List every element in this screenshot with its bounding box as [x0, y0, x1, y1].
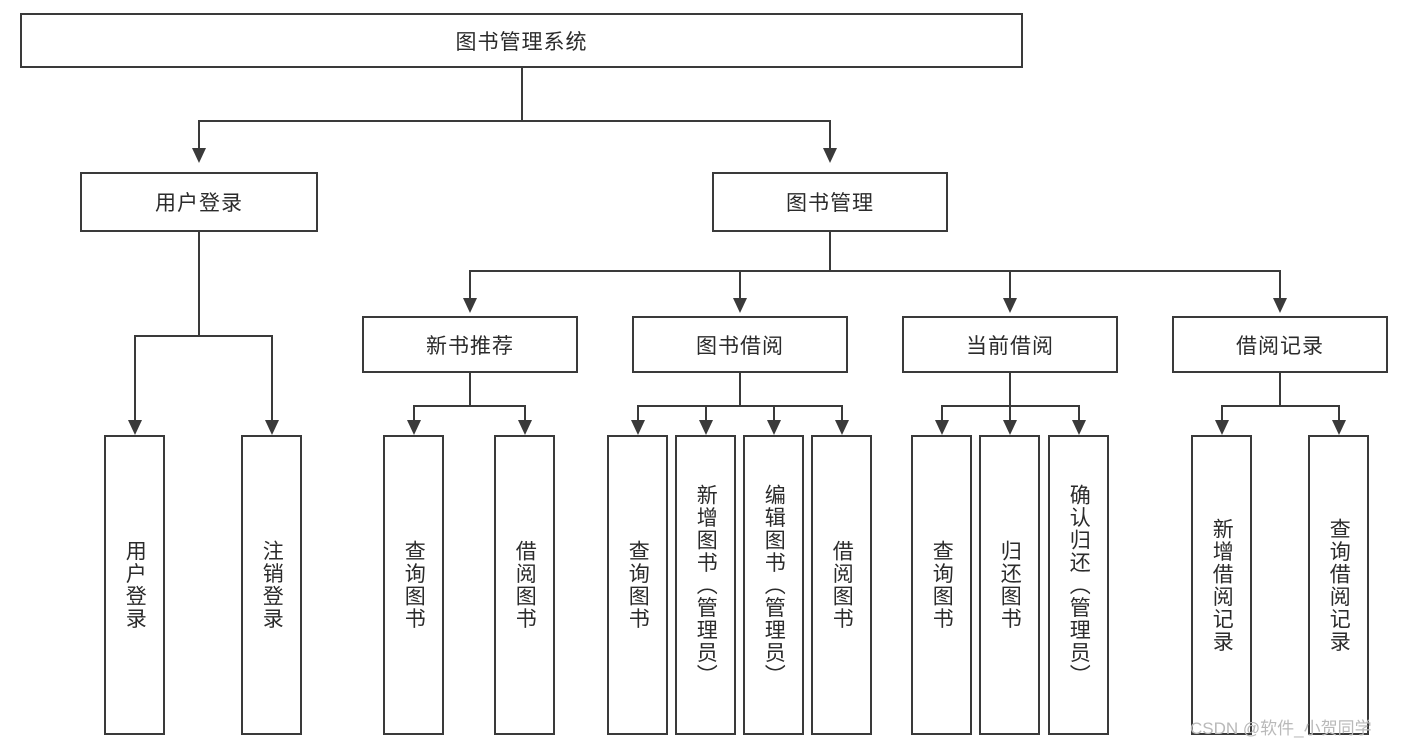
- connector-new-book-recommend-stem: [469, 373, 471, 405]
- connector-level3-bar: [469, 270, 1280, 272]
- connector-drop-cb-leaf1: [941, 405, 943, 420]
- arrow-to-br-leaf1: [1215, 420, 1229, 435]
- leaf-borrow-record-query-record[interactable]: 查询借阅记录: [1308, 435, 1369, 735]
- node-label: 用户登录: [123, 540, 147, 630]
- leaf-current-borrow-return-book[interactable]: 归还图书: [979, 435, 1040, 735]
- node-new-book-recommend[interactable]: 新书推荐: [362, 316, 578, 373]
- connector-borrow-record-stem: [1279, 373, 1281, 405]
- connector-drop-cb-leaf3: [1078, 405, 1080, 420]
- arrow-to-nbr-leaf1: [407, 420, 421, 435]
- connector-drop-new-book-recommend: [469, 270, 471, 298]
- connector-new-book-recommend-bar: [413, 405, 525, 407]
- leaf-borrow-record-add-record[interactable]: 新增借阅记录: [1191, 435, 1252, 735]
- node-label: 借阅图书: [513, 540, 537, 630]
- node-label: 编辑图书（管理员）: [762, 483, 786, 687]
- node-book-borrow[interactable]: 图书借阅: [632, 316, 848, 373]
- connector-book-borrow-bar: [637, 405, 841, 407]
- connector-drop-bb-leaf2: [705, 405, 707, 420]
- node-label: 新增借阅记录: [1210, 517, 1234, 653]
- arrow-to-bb-leaf4: [835, 420, 849, 435]
- leaf-book-borrow-edit-book-admin[interactable]: 编辑图书（管理员）: [743, 435, 804, 735]
- connector-user-login-bar: [134, 335, 272, 337]
- node-label: 当前借阅: [966, 334, 1054, 358]
- node-label: 借阅图书: [830, 540, 854, 630]
- arrow-to-user-login-leaf1: [128, 420, 142, 435]
- connector-drop-user-login-leaf1: [134, 335, 136, 420]
- node-borrow-record[interactable]: 借阅记录: [1172, 316, 1388, 373]
- arrow-to-user-login: [192, 148, 206, 163]
- connector-drop-br-leaf2: [1338, 405, 1340, 420]
- connector-drop-bb-leaf4: [841, 405, 843, 420]
- csdn-watermark: CSDN @软件_小贺同学: [1190, 714, 1372, 739]
- arrow-to-cb-leaf2: [1003, 420, 1017, 435]
- connector-book-borrow-stem: [739, 373, 741, 405]
- node-current-borrow[interactable]: 当前借阅: [902, 316, 1118, 373]
- leaf-book-borrow-add-book-admin[interactable]: 新增图书（管理员）: [675, 435, 736, 735]
- leaf-current-borrow-confirm-return-admin[interactable]: 确认归还（管理员）: [1048, 435, 1109, 735]
- arrow-to-borrow-record: [1273, 298, 1287, 313]
- node-label: 图书管理系统: [455, 30, 588, 54]
- watermark-text: CSDN @软件_小贺同学: [1190, 719, 1372, 738]
- arrow-to-bb-leaf1: [631, 420, 645, 435]
- node-label: 借阅记录: [1236, 334, 1324, 358]
- arrow-to-book-management: [823, 148, 837, 163]
- connector-user-login-stem: [198, 232, 200, 335]
- connector-drop-bb-leaf1: [637, 405, 639, 420]
- node-label: 注销登录: [260, 540, 284, 630]
- connector-drop-book-borrow: [739, 270, 741, 298]
- arrow-to-nbr-leaf2: [518, 420, 532, 435]
- node-root-book-management-system[interactable]: 图书管理系统: [20, 13, 1023, 68]
- connector-current-borrow-stem: [1009, 373, 1011, 405]
- node-label: 查询图书: [930, 540, 954, 630]
- node-label: 新增图书（管理员）: [694, 483, 718, 687]
- leaf-book-borrow-borrow-book[interactable]: 借阅图书: [811, 435, 872, 735]
- leaf-new-book-recommend-query-book[interactable]: 查询图书: [383, 435, 444, 735]
- connector-drop-current-borrow: [1009, 270, 1011, 298]
- arrow-to-br-leaf2: [1332, 420, 1346, 435]
- node-label: 图书管理: [786, 192, 874, 215]
- node-label: 用户登录: [155, 192, 243, 215]
- connector-drop-br-leaf1: [1221, 405, 1223, 420]
- leaf-book-borrow-query-book[interactable]: 查询图书: [607, 435, 668, 735]
- connector-borrow-record-bar: [1221, 405, 1339, 407]
- node-label: 确认归还（管理员）: [1067, 483, 1091, 687]
- node-label: 查询图书: [626, 540, 650, 630]
- arrow-to-bb-leaf3: [767, 420, 781, 435]
- arrow-to-book-borrow: [733, 298, 747, 313]
- leaf-user-login-logout[interactable]: 注销登录: [241, 435, 302, 735]
- connector-root-stem: [521, 68, 523, 120]
- node-label: 图书借阅: [696, 334, 784, 358]
- connector-drop-nbr-leaf2: [524, 405, 526, 420]
- arrow-to-bb-leaf2: [699, 420, 713, 435]
- connector-level1-drop-book-management: [829, 120, 831, 148]
- node-book-management[interactable]: 图书管理: [712, 172, 948, 232]
- connector-drop-bb-leaf3: [773, 405, 775, 420]
- node-label: 查询借阅记录: [1327, 517, 1351, 653]
- connector-drop-borrow-record: [1279, 270, 1281, 298]
- node-user-login[interactable]: 用户登录: [80, 172, 318, 232]
- arrow-to-cb-leaf3: [1072, 420, 1086, 435]
- connector-drop-cb-leaf2: [1009, 405, 1011, 420]
- arrow-to-cb-leaf1: [935, 420, 949, 435]
- node-label: 归还图书: [998, 540, 1022, 630]
- arrow-to-user-login-leaf2: [265, 420, 279, 435]
- arrow-to-current-borrow: [1003, 298, 1017, 313]
- connector-level1-bar: [198, 120, 830, 122]
- leaf-new-book-recommend-borrow-book[interactable]: 借阅图书: [494, 435, 555, 735]
- node-label: 查询图书: [402, 540, 426, 630]
- leaf-user-login-login[interactable]: 用户登录: [104, 435, 165, 735]
- node-label: 新书推荐: [426, 334, 514, 358]
- leaf-current-borrow-query-book[interactable]: 查询图书: [911, 435, 972, 735]
- connector-drop-nbr-leaf1: [413, 405, 415, 420]
- arrow-to-new-book-recommend: [463, 298, 477, 313]
- connector-book-management-stem: [829, 232, 831, 270]
- connector-drop-user-login-leaf2: [271, 335, 273, 420]
- connector-level1-drop-user-login: [198, 120, 200, 148]
